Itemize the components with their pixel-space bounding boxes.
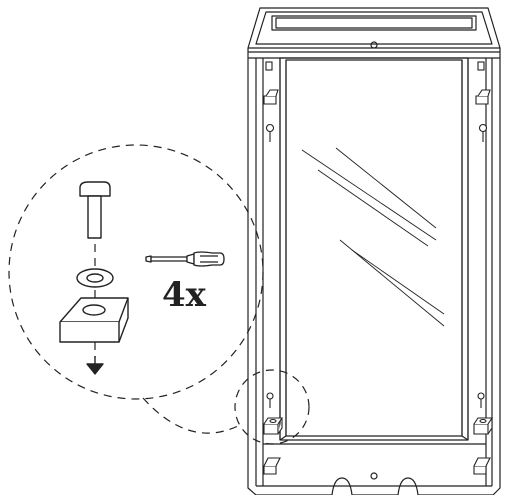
cabinet-hardware-top (263, 61, 491, 142)
bottom-right-nut-icon (473, 423, 489, 435)
bottom-right-screw-icon (477, 392, 485, 400)
square-nut-icon (59, 297, 129, 343)
detail-callout (8, 144, 310, 445)
cabinet-frame (247, 7, 501, 495)
large-callout-circle (8, 144, 264, 400)
cabinet-right-wall (492, 48, 501, 495)
cabinet-left-wall (247, 48, 257, 495)
down-arrow-icon (86, 356, 104, 375)
bottom-left-nut-icon (263, 423, 279, 435)
glass-pane (285, 59, 463, 437)
cabinet-hardware-bottom (263, 392, 494, 475)
glass-reflections (301, 147, 445, 327)
callout-connector (142, 397, 241, 434)
washer-icon (76, 268, 114, 288)
exploded-parts (59, 181, 129, 375)
bolt-icon (79, 181, 111, 239)
screwdriver-icon (145, 251, 225, 267)
bottom-left-screw-icon (266, 392, 274, 400)
small-callout-circle (234, 369, 310, 445)
quantity-label: 4x (162, 275, 207, 315)
